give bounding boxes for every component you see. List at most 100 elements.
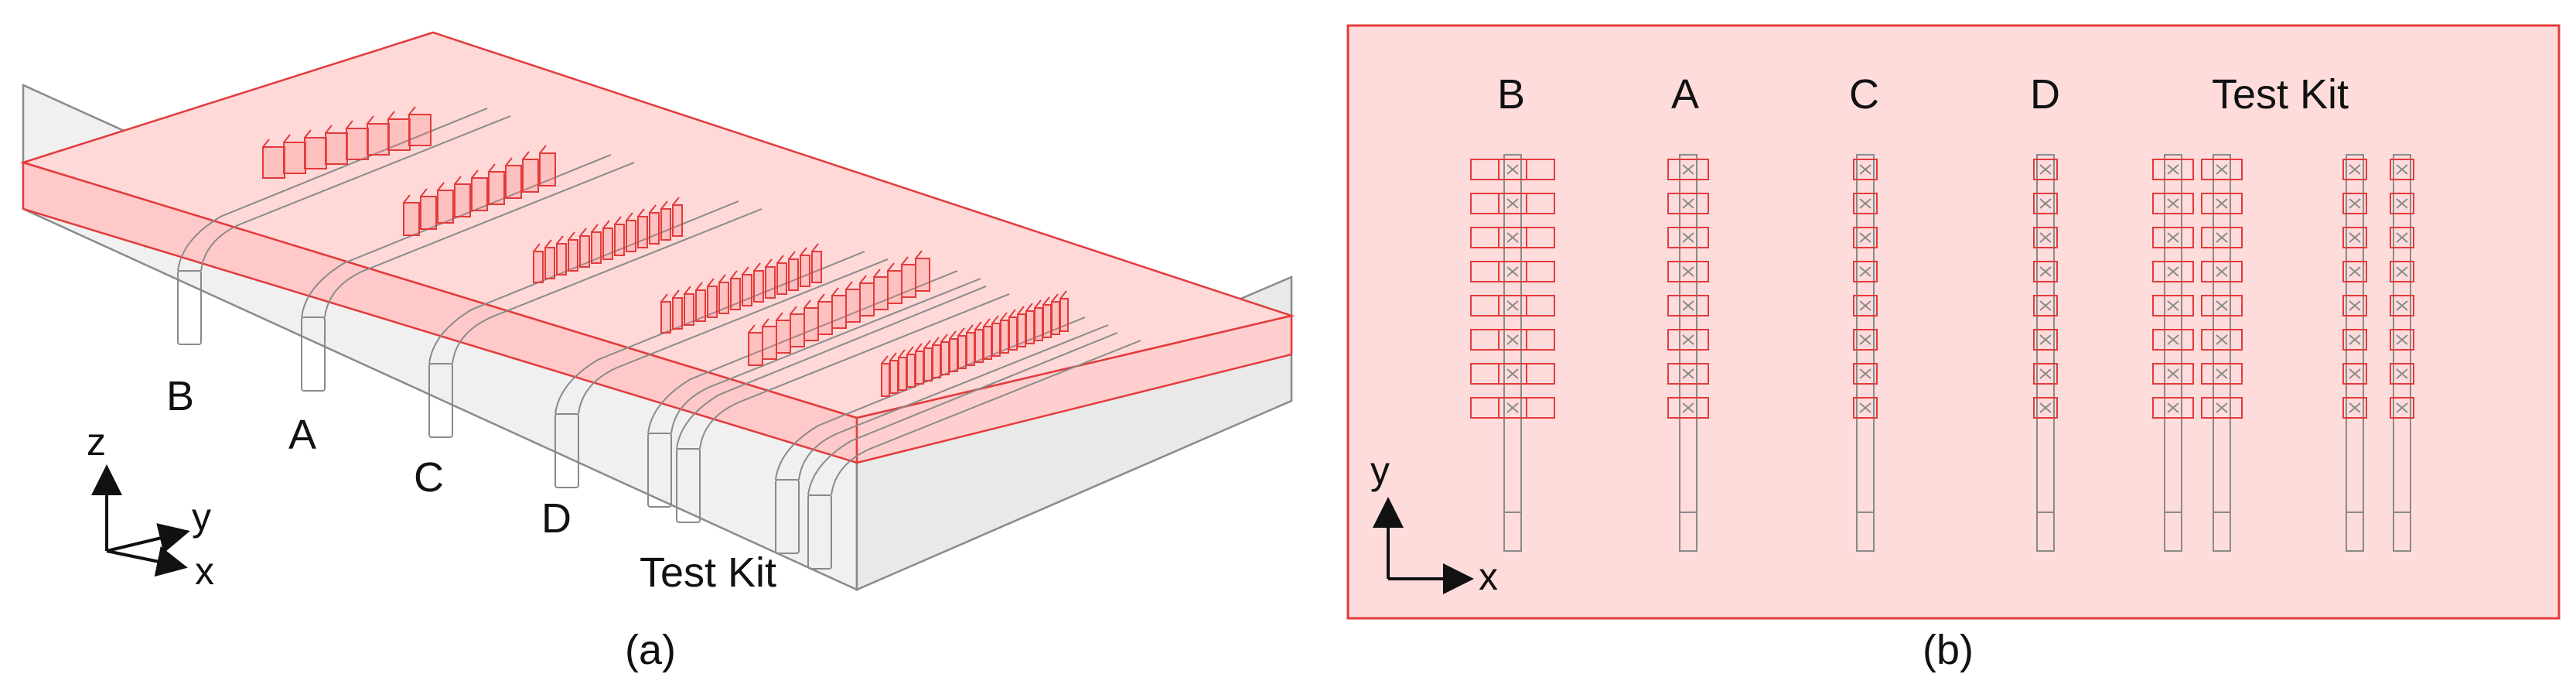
chamber-kit-2-15 xyxy=(1008,316,1018,351)
chamber-kit-1-8 xyxy=(859,282,875,316)
chamber-top-kit-1-0 xyxy=(2152,159,2194,180)
chamber-edge-kit-1-12 xyxy=(915,250,923,259)
chamber-top-kit-3-3 xyxy=(2342,261,2367,282)
channel-d-right xyxy=(578,258,889,415)
chamber-edge-b-7 xyxy=(408,106,416,115)
chamber-a-6 xyxy=(505,165,522,199)
chamber-d-13 xyxy=(811,251,822,283)
valve-glyph-a-1 xyxy=(1682,198,1694,209)
chamber-top-c-2 xyxy=(1853,227,1878,248)
chamber-edge-c-4 xyxy=(579,228,587,237)
chamber-top-kit-4-4 xyxy=(2390,295,2414,316)
chamber-b-6 xyxy=(387,118,411,151)
chamber-top-d-0 xyxy=(2033,159,2058,180)
valve-glyph-kit-1-3 xyxy=(2167,266,2179,277)
chamber-edge-kit-2-6 xyxy=(932,337,940,346)
chamber-edge-kit-1-6 xyxy=(831,287,839,296)
chamber-kit-2-9 xyxy=(957,335,967,369)
caption-b: (b) xyxy=(1923,627,1974,673)
valve-glyph-kit-3-1 xyxy=(2349,198,2361,209)
chamber-c-5 xyxy=(591,231,602,264)
chamber-edge-kit-1-7 xyxy=(845,281,853,290)
chamber-b-4 xyxy=(346,128,369,160)
chamber-kit-1-11 xyxy=(901,264,916,298)
chamber-top-kit-3-2 xyxy=(2342,227,2367,248)
channel-stem-d xyxy=(2036,154,2055,552)
chamber-a-2 xyxy=(437,190,454,224)
valve-glyph-c-0 xyxy=(1859,164,1871,175)
label-a-a: A xyxy=(288,412,316,458)
chamber-c-11 xyxy=(660,208,671,241)
chamber-top-d-5 xyxy=(2033,329,2058,351)
valve-glyph-kit-2-7 xyxy=(2216,402,2228,413)
valve-glyph-d-4 xyxy=(2039,300,2052,311)
channel-k2-right xyxy=(699,293,1010,450)
channel-k2-left xyxy=(676,286,987,450)
chamber-kit-2-5 xyxy=(923,347,933,382)
chamber-edge-kit-2-5 xyxy=(923,340,931,349)
chamber-kit-2-1 xyxy=(889,360,899,394)
chamber-edge-c-12 xyxy=(672,197,680,206)
valve-glyph-a-0 xyxy=(1682,164,1694,175)
chamber-edge-d-11 xyxy=(788,251,796,260)
valve-glyph-a-5 xyxy=(1682,334,1694,345)
chamber-edge-kit-2-21 xyxy=(1059,290,1067,299)
channel-stem-kit-3 xyxy=(2346,154,2364,552)
chamber-top-b-1 xyxy=(1470,193,1555,214)
valve-glyph-kit-4-7 xyxy=(2396,402,2408,413)
chamber-top-kit-4-0 xyxy=(2390,159,2414,180)
chamber-d-7 xyxy=(742,274,752,306)
chamber-edge-d-12 xyxy=(800,247,807,256)
outlet-b xyxy=(177,270,202,345)
outlet-k2 xyxy=(676,448,701,523)
chamber-top-kit-4-7 xyxy=(2390,397,2414,419)
chamber-d-2 xyxy=(684,293,694,326)
chamber-kit-1-2 xyxy=(776,320,791,354)
chamber-top-c-7 xyxy=(1853,397,1878,419)
chamber-kit-1-9 xyxy=(873,276,889,310)
chamber-edge-b-2 xyxy=(304,129,312,139)
chamber-d-5 xyxy=(718,282,729,314)
chamber-top-kit-3-0 xyxy=(2342,159,2367,180)
chamber-edge-kit-2-1 xyxy=(889,352,897,361)
x-axis-label: x xyxy=(195,549,214,593)
outlet-a xyxy=(301,316,326,392)
chamber-edge-kit-2-4 xyxy=(915,343,923,352)
chamber-a-1 xyxy=(420,196,437,230)
chamber-top-kit-3-5 xyxy=(2342,329,2367,351)
chamber-kit-2-21 xyxy=(1059,298,1069,332)
column-c xyxy=(1853,154,1878,552)
panel-b-top-view: B A C D Test Kit y x (b) xyxy=(1346,24,2561,673)
chamber-edge-d-7 xyxy=(742,266,749,275)
outlet-k4 xyxy=(807,494,832,570)
channel-k4-left xyxy=(807,332,1118,496)
chamber-c-7 xyxy=(614,224,625,256)
valve-glyph-a-2 xyxy=(1682,232,1694,243)
chamber-edge-b-0 xyxy=(262,139,270,148)
valve-glyph-b-4 xyxy=(1506,300,1519,311)
channel-stem-a xyxy=(1679,154,1697,552)
chamber-edge-kit-1-4 xyxy=(804,299,811,309)
chamber-kit-2-11 xyxy=(974,329,984,363)
label-a-b: B xyxy=(166,373,194,419)
chamber-edge-kit-1-9 xyxy=(873,269,881,278)
chamber-edge-kit-1-8 xyxy=(859,275,867,284)
chamber-c-6 xyxy=(602,228,613,260)
chamber-kit-2-3 xyxy=(906,354,916,388)
chamber-kit-1-4 xyxy=(804,307,819,341)
chamber-edge-kit-2-12 xyxy=(983,318,991,327)
chamber-edge-c-11 xyxy=(660,200,668,210)
channel-a-left xyxy=(301,154,612,318)
valve-glyph-kit-1-6 xyxy=(2167,368,2179,379)
chamber-top-b-0 xyxy=(1470,159,1555,180)
y-axis-label: y xyxy=(192,495,211,539)
chamber-edge-kit-2-2 xyxy=(898,349,906,358)
column-kit-2 xyxy=(2201,154,2243,552)
cover-right-face xyxy=(855,314,1293,464)
chamber-kit-2-6 xyxy=(932,344,941,378)
chamber-array-d xyxy=(660,243,822,334)
panel-a-3d-view: B A C D Test Kit z y x (a) xyxy=(19,31,1295,673)
chamber-top-kit-1-6 xyxy=(2152,363,2194,385)
chamber-b-1 xyxy=(283,142,306,174)
